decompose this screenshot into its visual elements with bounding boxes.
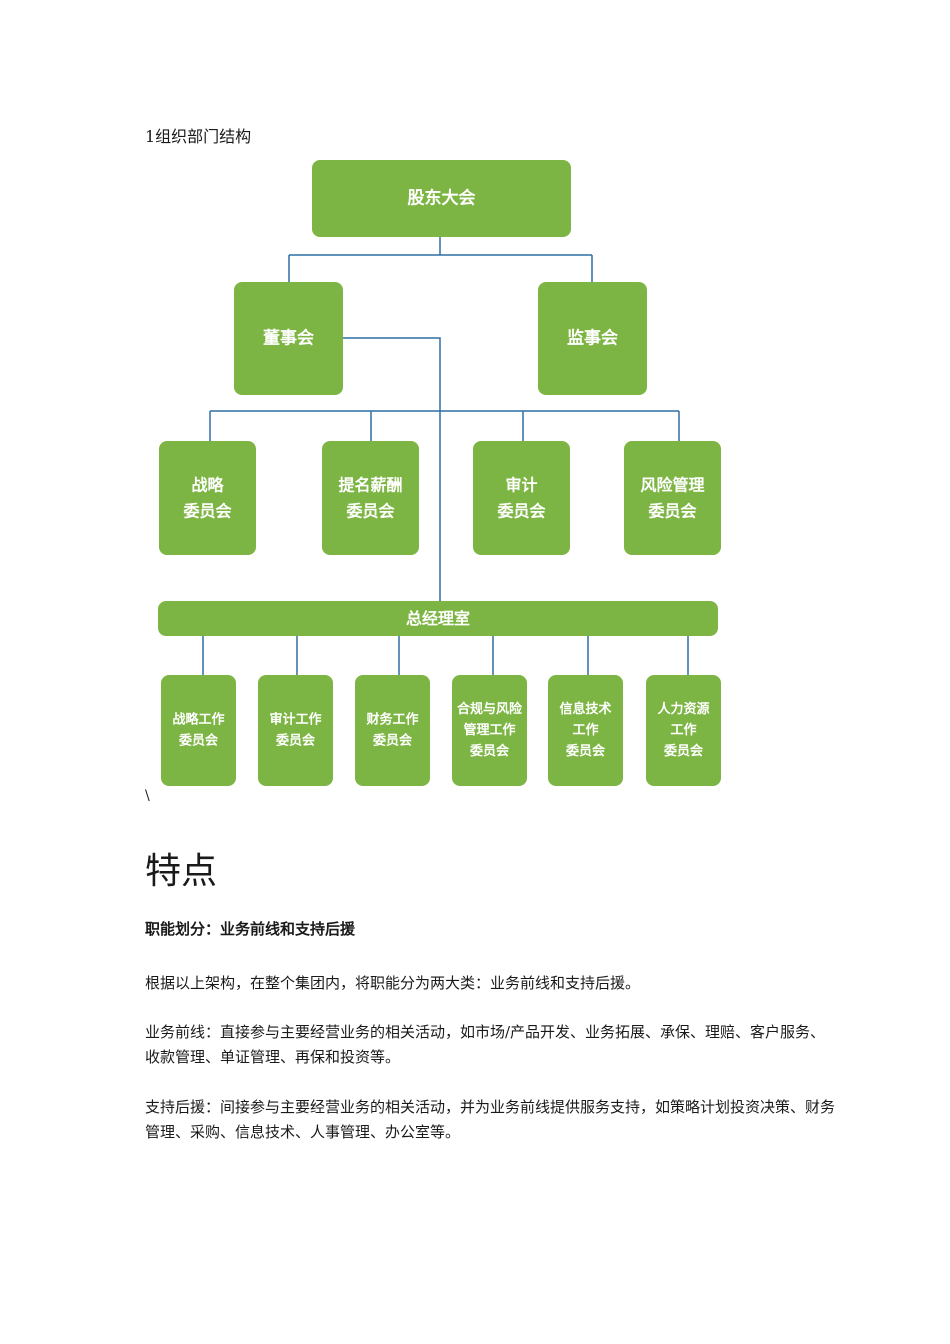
heading-features: 特点 [145, 851, 218, 892]
committee-box-2-label: 提名薪酬 [338, 476, 402, 495]
committee-box-4-label: 风险管理 [640, 476, 704, 495]
shareholders-meeting-box-label: 股东大会 [408, 188, 476, 209]
sub-committee-box-6-label: 人力资源 [657, 701, 709, 717]
board-of-directors-box-label: 董事会 [263, 328, 314, 349]
board-of-directors-box: 董事会 [234, 282, 343, 395]
section-title: 1组织部门结构 [145, 127, 252, 146]
sub-committee-box-5-label: 委员会 [565, 743, 606, 759]
committee-box-1-label: 战略 [191, 476, 224, 495]
sub-committee-box-3-label: 委员会 [372, 732, 413, 748]
sub-committee-box-1-label: 委员会 [178, 732, 219, 748]
sub-committee-box-6-label: 工作 [670, 722, 696, 738]
committee-box-3-label: 委员会 [496, 501, 545, 520]
sub-committee-box-6-label: 委员会 [663, 743, 704, 759]
sub-committee-box-3-label: 财务工作 [366, 712, 418, 728]
paragraph-back-office: 支持后援：间接参与主要经营业务的相关活动，并为业务前线提供服务支持，如策略计划投… [145, 1098, 836, 1141]
sub-committee-box-5-label: 信息技术 [559, 701, 611, 717]
paragraph-front-line: 业务前线：直接参与主要经营业务的相关活动，如市场/产品开发、业务拓展、承保、理赔… [145, 1023, 826, 1066]
general-manager-office-box-label: 总经理室 [406, 609, 470, 628]
board-of-supervisors-box-label: 监事会 [567, 328, 618, 349]
stray-backslash: \ [145, 788, 150, 804]
sub-committee-box-1-label: 战略工作 [172, 712, 224, 728]
sub-committee-box-4-label: 管理工作 [463, 722, 515, 738]
paragraph-intro: 根据以上架构，在整个集团内，将职能分为两大类：业务前线和支持后援。 [145, 974, 641, 992]
committee-box-4-label: 委员会 [647, 501, 696, 520]
general-manager-office-box: 总经理室 [158, 601, 718, 636]
sub-committee-box-4-label: 委员会 [469, 743, 510, 759]
committee-box-1-label: 委员会 [182, 501, 231, 520]
sub-committee-box-5-label: 工作 [572, 722, 598, 738]
sub-committee-box-2-label: 审计工作 [269, 712, 321, 728]
connector-board-trunk [343, 337, 441, 601]
subheading-function-division: 职能划分：业务前线和支持后援 [145, 920, 356, 938]
committee-box-3-label: 审计 [505, 476, 537, 495]
org-chart: 股东大会董事会监事会战略委员会提名薪酬委员会审计委员会风险管理委员会总经理室战略… [158, 160, 721, 786]
sub-committee-box-2-label: 委员会 [275, 732, 316, 748]
sub-committee-box-4-label: 合规与风险 [457, 701, 523, 717]
shareholders-meeting-box: 股东大会 [312, 160, 571, 237]
committee-box-2-label: 委员会 [345, 501, 394, 520]
board-of-supervisors-box: 监事会 [538, 282, 647, 395]
